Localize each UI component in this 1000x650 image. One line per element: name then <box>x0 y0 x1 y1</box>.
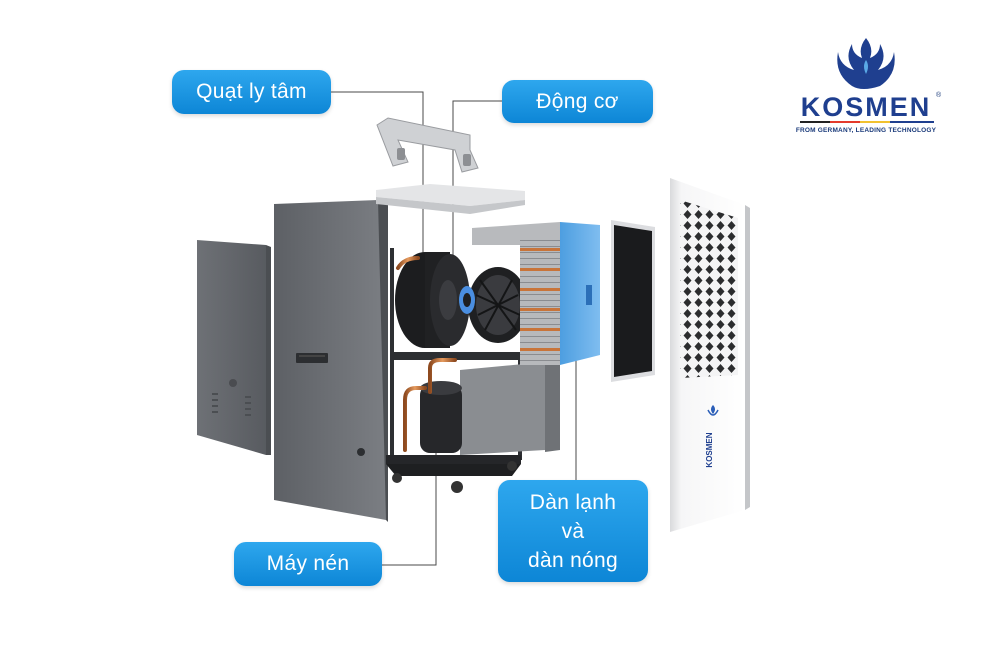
callout-coil-line-1: Dàn lạnh <box>529 490 617 514</box>
top-lid <box>376 184 525 214</box>
compressor <box>420 381 462 453</box>
product-logo-mark <box>707 405 719 416</box>
brand-stripe <box>800 121 934 123</box>
callout-compressor: Máy nén <box>234 542 382 586</box>
callout-evaporator-condenser: Dàn lạnh và dàn nóng <box>498 480 648 582</box>
white-rear-panel: KOSMEN <box>670 178 750 532</box>
callout-coil-line-2: và <box>561 519 585 543</box>
top-handle <box>376 117 479 173</box>
motor-blower-wheel <box>459 267 528 343</box>
left-side-panel <box>197 240 271 455</box>
brand-registered-mark: ® <box>936 92 942 99</box>
internal-frame <box>386 248 545 493</box>
callout-centrifugal-fan: Quạt ly tâm <box>172 70 331 114</box>
brand-name: KOSMEN <box>800 92 932 122</box>
front-gray-panel <box>274 200 388 522</box>
brand-logo: KOSMEN ® FROM GERMANY, LEADING TECHNOLOG… <box>786 40 946 140</box>
callout-motor: Động cơ <box>502 80 653 123</box>
evaporator-condenser-coil <box>472 222 600 452</box>
brand-tagline: FROM GERMANY, LEADING TECHNOLOGY <box>795 127 937 134</box>
centrifugal-fan <box>395 252 470 348</box>
product-logo-text: KOSMEN <box>705 432 714 467</box>
callout-coil-line-3: dàn nóng <box>528 548 618 572</box>
leader-motor <box>452 100 502 295</box>
brand-flame-icon <box>837 38 895 89</box>
air-filter <box>611 220 655 382</box>
